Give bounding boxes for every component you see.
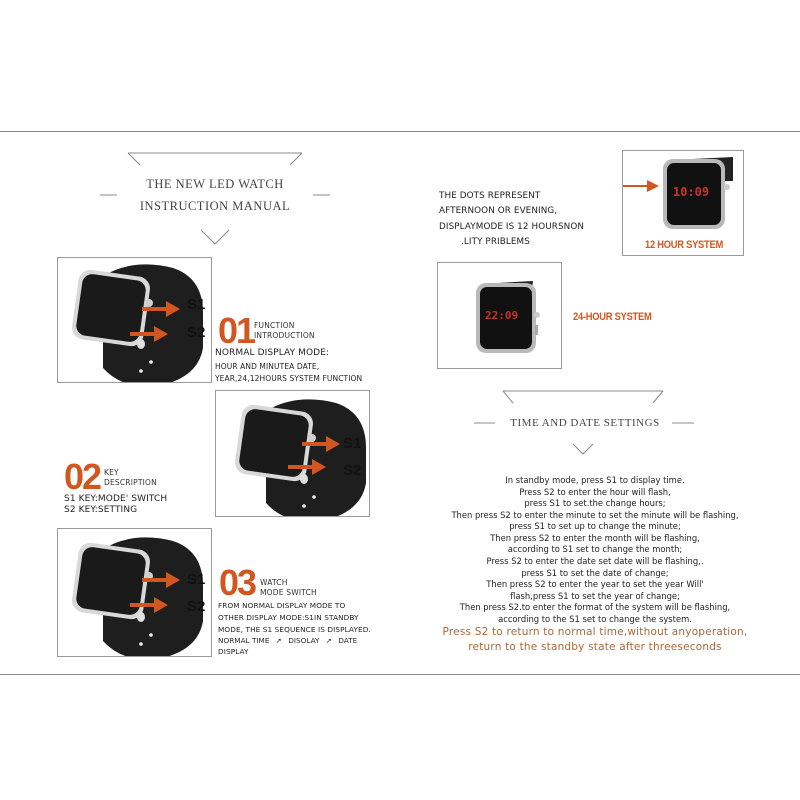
- watch-image: [70, 264, 203, 382]
- instruction-line: Then press S2 to enter the month will be…: [490, 533, 700, 543]
- title-ornament: [100, 152, 330, 245]
- sequence-arrow-icon: ➚: [325, 636, 332, 645]
- dots-note-line1: THE DOTS REPRESENT: [439, 191, 541, 201]
- sequence-item-date: DATE: [338, 636, 358, 645]
- sequence-arrow-icon: ➚: [275, 636, 282, 645]
- twentyfour-hour-display: 22:09: [485, 309, 519, 322]
- twentyfour-hour-box: 22:09: [437, 262, 562, 369]
- twelve-hour-box: 10:09 12 HOUR SYSTEM: [622, 150, 744, 256]
- time-date-ornament: [474, 390, 694, 455]
- instruction-line: according to S1 set to change the month;: [507, 544, 683, 554]
- section-number-03: 03: [219, 562, 257, 603]
- dots-note-line4: .LITY PRIBLEMS: [461, 237, 530, 247]
- twelve-hour-label: 12 HOUR SYSTEM: [645, 239, 724, 251]
- mode-sequence: NORMAL TIME ➚ DISOLAY ➚ DATE: [218, 635, 357, 646]
- watch-image-box-01: [57, 257, 212, 383]
- instruction-line: In standby mode, press S1 to display tim…: [505, 475, 685, 485]
- s1-key-label-01: S1: [187, 296, 206, 313]
- watch-image: [70, 537, 203, 656]
- section-number-01: 01: [218, 310, 256, 351]
- manual-title-line1: THE NEW LED WATCH: [146, 177, 284, 191]
- section-line-01a: HOUR AND MINUTEA DATE,: [215, 362, 320, 371]
- twentyfour-hour-label: 24-HOUR SYSTEM: [573, 311, 652, 323]
- section-label-01a: FUNCTION: [254, 321, 295, 330]
- s2-key-label-02: S2: [343, 462, 362, 479]
- dots-note-line2: AFTERNOON OR EVENING,: [439, 206, 558, 216]
- section-number-02: 02: [64, 456, 102, 497]
- highlight-line: return to the standby state after threes…: [468, 641, 722, 653]
- instruction-line: press S1 to set the date of change;: [521, 568, 669, 578]
- instruction-line: Press S2 to enter the hour will flash,: [519, 487, 671, 497]
- section-line-02a: S1 KEY:MODE' SWITCH: [64, 494, 168, 504]
- instruction-line: press S1 to set.the change hours;: [524, 498, 666, 508]
- section-label-03b: MODE SWITCH: [260, 588, 317, 597]
- section-line-03a: FROM NORMAL DISPLAY MODE TO: [218, 601, 346, 610]
- instruction-line: flash,press S1 to set the year of change…: [510, 591, 680, 601]
- section-label-02b: DESCRIPTION: [104, 478, 157, 487]
- section-heading-01: NORMAL DISPLAY MODE:: [215, 348, 330, 358]
- section-label-02a: KEY: [104, 468, 119, 477]
- led-watch-image: [623, 157, 733, 229]
- watch-image-box-03: [57, 528, 212, 657]
- instruction-line: Press S2 to enter the date set date will…: [486, 556, 704, 566]
- twelve-hour-display: 10:09: [673, 185, 710, 199]
- instruction-line: Then press S2.to enter the format of the…: [459, 602, 731, 612]
- sequence-item-display: DISOLAY: [288, 636, 320, 645]
- watch-image-box-02: [215, 390, 370, 517]
- dots-note-line3: DISPLAYMODE IS 12 HOURSNON: [439, 222, 585, 232]
- manual-title-line2: INSTRUCTION MANUAL: [139, 199, 291, 213]
- bottom-rule: [0, 674, 800, 675]
- s1-key-label-03: S1: [187, 571, 206, 588]
- section-line-03c: MODE, THE S1 SEQUENCE IS DISPLAYED.: [218, 625, 371, 634]
- time-date-title: TIME AND DATE SETTINGS: [510, 417, 660, 429]
- sequence-tail: DISPLAY: [218, 647, 249, 656]
- section-line-01b: YEAR,24,12HOURS SYSTEM FUNCTION: [215, 374, 363, 383]
- section-label-01b: INTRODUCTION: [254, 331, 315, 340]
- highlight-line: Press S2 to return to normal time,withou…: [442, 626, 748, 638]
- s2-key-label-01: S2: [187, 324, 206, 341]
- section-label-03a: WATCH: [260, 578, 288, 587]
- top-rule: [0, 131, 800, 132]
- s2-key-label-03: S2: [187, 598, 206, 615]
- section-line-03b: OTHER DISPLAY MODE:S1IN STANDBY: [218, 613, 359, 622]
- instruction-line: Then press S2 to enter the minute to set…: [451, 510, 739, 520]
- instruction-line: according to the S1 set to change the sy…: [498, 614, 692, 624]
- sequence-item-normal-time: NORMAL TIME: [218, 636, 270, 645]
- instruction-line: press S1 to set up to change the minute;: [509, 521, 681, 531]
- watch-image: [233, 399, 366, 516]
- section-line-02b: S2 KEY:SETTING: [64, 505, 138, 515]
- instruction-line: Then press S2 to enter the year to set t…: [486, 579, 704, 589]
- s1-key-label-02: S1: [343, 435, 362, 452]
- led-watch-image: [476, 281, 540, 353]
